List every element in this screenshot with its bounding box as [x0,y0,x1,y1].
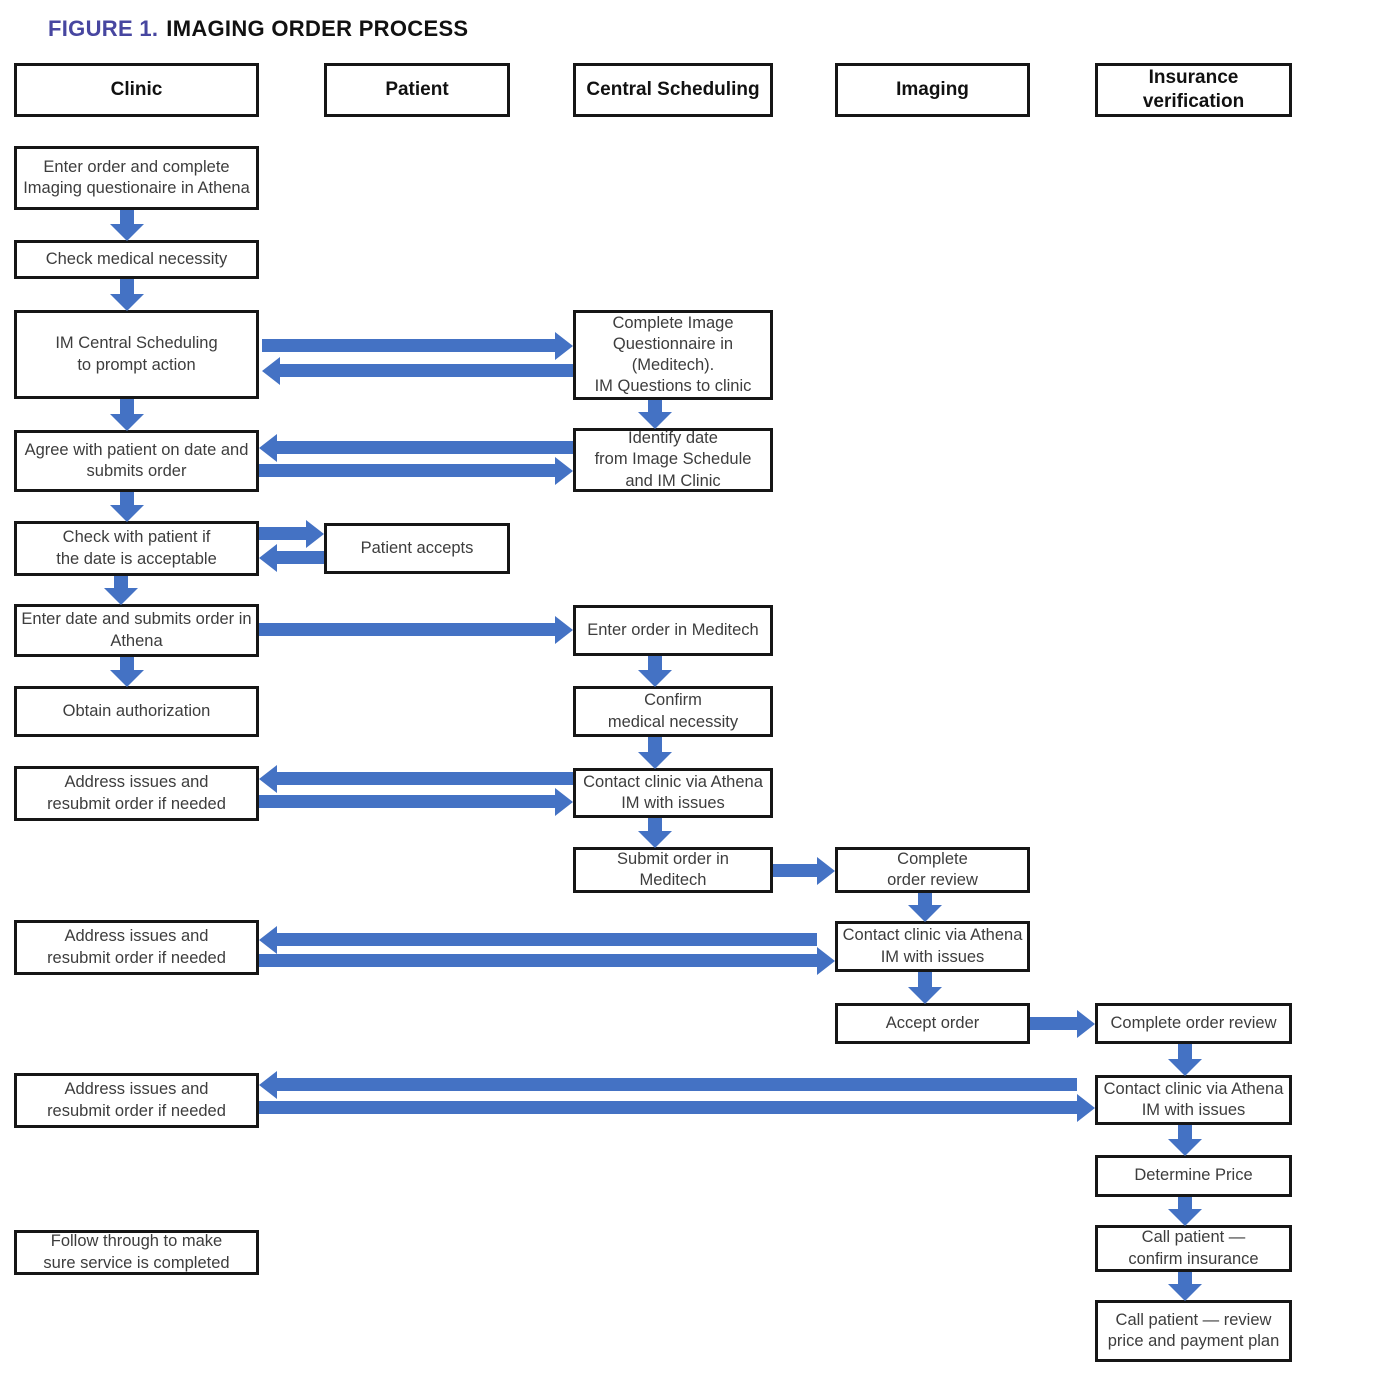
arrow-right-icon [259,946,835,975]
arrow-left-icon [259,764,573,793]
arrow-down-icon [110,399,144,431]
node-insurance-call-review: Call patient — review price and payment … [1095,1300,1292,1362]
figure-label: FIGURE 1. [48,16,159,41]
column-header-central-scheduling: Central Scheduling [573,63,773,117]
arrow-right-icon [259,1093,1095,1122]
column-header-clinic: Clinic [14,63,259,117]
arrow-left-icon [262,356,573,385]
arrow-right-icon [259,615,573,644]
column-header-patient: Patient [324,63,510,117]
arrow-down-icon [110,210,144,241]
node-cs-enter-order-meditech: Enter order in Meditech [573,605,773,656]
arrow-down-icon [638,737,672,769]
node-cs-complete-questionnaire: Complete Image Questionnaire in (Meditec… [573,310,773,400]
node-cs-submit-order-meditech: Submit order in Meditech [573,847,773,893]
node-clinic-check-patient-date: Check with patient if the date is accept… [14,521,259,576]
node-clinic-check-medical-necessity: Check medical necessity [14,240,259,279]
node-insurance-contact-clinic: Contact clinic via Athena IM with issues [1095,1075,1292,1125]
arrow-left-icon [259,1070,1077,1099]
node-clinic-obtain-authorization: Obtain authorization [14,686,259,737]
node-clinic-address-issues-2: Address issues and resubmit order if nee… [14,920,259,975]
node-cs-confirm-medical-necessity: Confirm medical necessity [573,686,773,737]
arrow-down-icon [638,656,672,687]
arrow-right-icon [773,856,835,885]
node-imaging-accept-order: Accept order [835,1003,1030,1044]
node-clinic-enter-date: Enter date and submits order in Athena [14,604,259,657]
arrow-down-icon [1168,1044,1202,1076]
arrow-right-icon [259,519,324,548]
node-insurance-call-confirm: Call patient — confirm insurance [1095,1225,1292,1272]
arrow-down-icon [908,972,942,1004]
arrow-right-icon [259,787,573,816]
node-patient-accepts: Patient accepts [324,523,510,574]
node-clinic-address-issues-1: Address issues and resubmit order if nee… [14,766,259,821]
arrow-left-icon [259,925,817,954]
arrow-down-icon [110,279,144,311]
arrow-down-icon [110,492,144,522]
arrow-down-icon [104,576,138,605]
arrow-down-icon [908,893,942,922]
node-insurance-determine-price: Determine Price [1095,1155,1292,1197]
node-clinic-enter-order: Enter order and complete Imaging questio… [14,146,259,210]
arrow-right-icon [1030,1009,1095,1038]
node-imaging-complete-order-review: Complete order review [835,847,1030,893]
arrow-right-icon [262,331,573,360]
arrow-down-icon [1168,1272,1202,1301]
node-imaging-contact-clinic: Contact clinic via Athena IM with issues [835,921,1030,972]
node-insurance-complete-order-review: Complete order review [1095,1003,1292,1044]
column-header-insurance-verification: Insurance verification [1095,63,1292,117]
arrow-down-icon [1168,1125,1202,1156]
node-cs-contact-clinic: Contact clinic via Athena IM with issues [573,768,773,818]
figure-title: FIGURE 1. IMAGING ORDER PROCESS [48,16,468,42]
arrow-down-icon [638,400,672,429]
arrow-right-icon [259,456,573,485]
arrow-down-icon [638,818,672,848]
node-clinic-im-central-scheduling: IM Central Scheduling to prompt action [14,310,259,399]
figure-name: IMAGING ORDER PROCESS [166,16,469,41]
arrow-left-icon [259,433,573,462]
arrow-down-icon [1168,1197,1202,1226]
node-clinic-agree-date: Agree with patient on date and submits o… [14,430,259,492]
node-clinic-follow-through: Follow through to make sure service is c… [14,1230,259,1275]
arrow-left-icon [259,543,324,572]
node-clinic-address-issues-3: Address issues and resubmit order if nee… [14,1073,259,1128]
arrow-down-icon [110,657,144,687]
column-header-imaging: Imaging [835,63,1030,117]
node-cs-identify-date: Identify date from Image Schedule and IM… [573,428,773,492]
